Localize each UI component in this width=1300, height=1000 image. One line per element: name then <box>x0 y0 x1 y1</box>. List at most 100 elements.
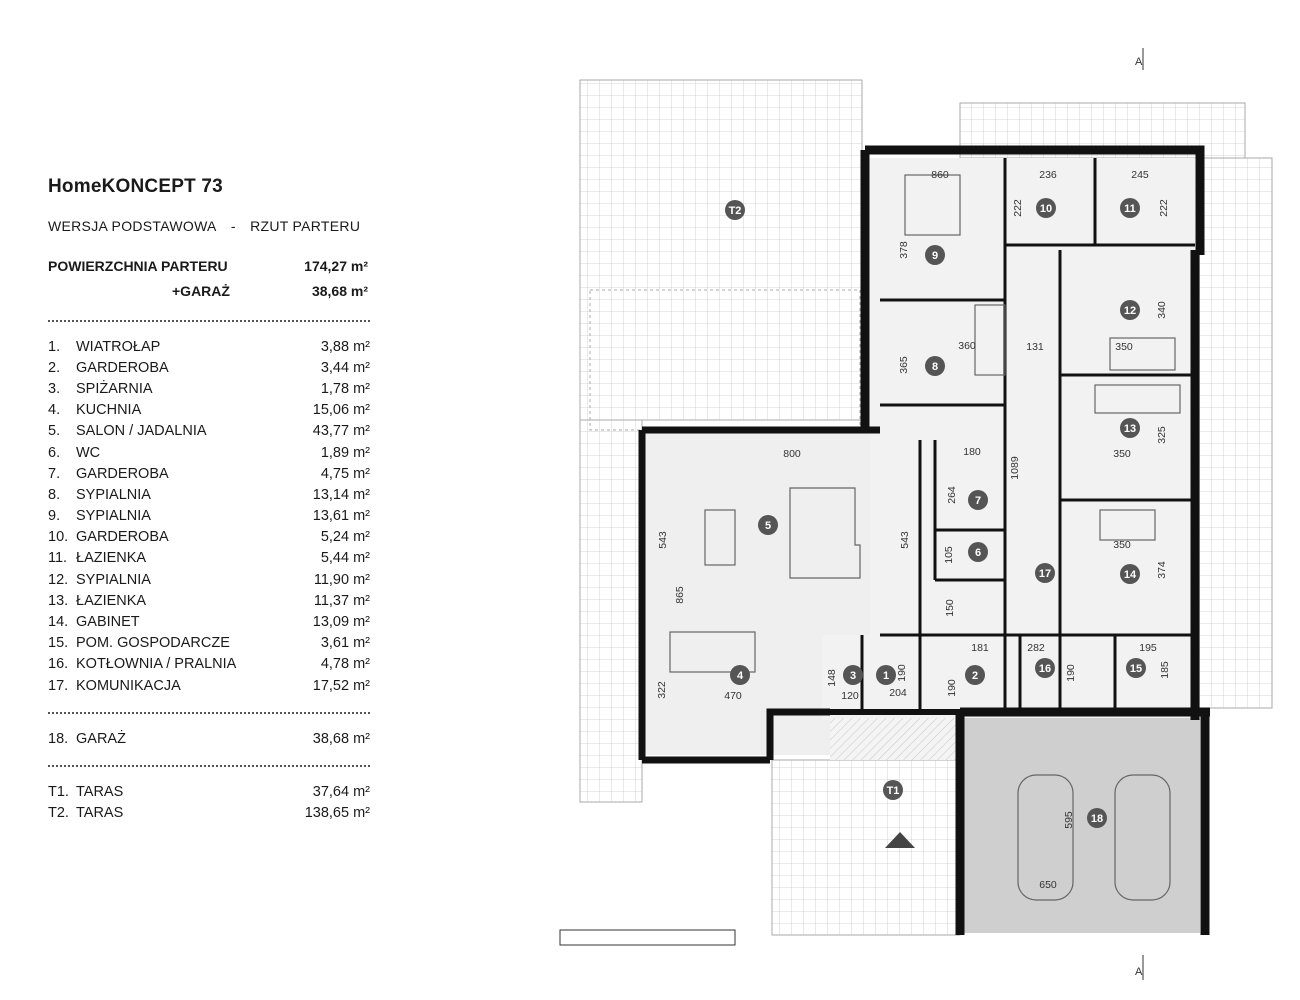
dimension-label: 222 <box>1012 199 1024 217</box>
subtitle-version: WERSJA PODSTAWOWA <box>48 218 217 234</box>
ground-area-label: POWIERZCHNIA PARTERU <box>48 258 228 274</box>
room-area: 138,65 m² <box>304 805 370 822</box>
ground-area-value: 174,27 m² <box>304 258 368 274</box>
dimension-label: 190 <box>896 664 908 682</box>
room-badge-15-circle <box>1126 658 1146 678</box>
dimension-label: 865 <box>674 586 686 604</box>
desk-14 <box>1099 509 1156 541</box>
room-number: 16. <box>48 656 69 673</box>
room-badge-14: 14 <box>1124 569 1137 581</box>
room-name: TARAS <box>76 783 124 800</box>
scale-bar <box>559 929 736 946</box>
dimension-label: 131 <box>1026 341 1044 353</box>
room-badge-12: 12 <box>1124 305 1136 317</box>
dimension-label: 181 <box>971 642 989 654</box>
dimension-label: 470 <box>724 690 742 702</box>
room-badge-11: 11 <box>1124 203 1136 215</box>
room-name: KOTŁOWNIA / PRALNIA <box>76 656 237 673</box>
room-badge-8: 8 <box>932 361 938 373</box>
room-name: TARAS <box>76 805 124 822</box>
room-number: 12. <box>48 571 69 588</box>
bathtub-12 <box>1109 337 1176 371</box>
room-area: 13,61 m² <box>312 508 370 525</box>
dimension-label: 204 <box>889 687 907 699</box>
room-area: 11,90 m² <box>313 571 370 588</box>
room-badge-9-circle <box>925 245 945 265</box>
ground-area-row: POWIERZCHNIA PARTERU 174,27 m² <box>48 258 378 279</box>
section-mark-bottom: A <box>1135 966 1143 978</box>
room-badge-16: 16 <box>1039 663 1051 675</box>
terrace-badge-t1: T1 <box>887 785 900 797</box>
room-badge-5: 5 <box>765 520 771 532</box>
room-name: KUCHNIA <box>76 402 142 419</box>
room-number: 13. <box>48 592 69 609</box>
room-area: 15,06 m² <box>312 402 370 419</box>
dimension-label: 222 <box>1158 199 1170 217</box>
room-name: SYPIALNIA <box>76 486 151 503</box>
list-item: 12. SYPIALNIA 11,90 m² <box>48 569 370 590</box>
room-area: 43,77 m² <box>312 423 370 440</box>
page-title: HomeKONCEPT 73 <box>48 176 223 197</box>
room-badge-18-circle <box>1087 808 1107 828</box>
walls <box>638 145 1210 935</box>
subtitle-separator: - <box>230 218 236 234</box>
room-name: SALON / JADALNIA <box>76 423 207 440</box>
room-name: GARDEROBA <box>76 359 169 376</box>
list-item: 11. ŁAZIENKA 5,44 m² <box>48 548 370 569</box>
room-badge-3: 3 <box>850 670 856 682</box>
sofa <box>789 487 861 579</box>
dimension-label: 378 <box>898 241 910 259</box>
dimension-label: 800 <box>783 448 801 460</box>
room-badge-15: 15 <box>1130 663 1142 675</box>
room-badge-8-circle <box>925 356 945 376</box>
dimension-label: 190 <box>1065 664 1077 682</box>
room-name: ŁAZIENKA <box>76 550 147 567</box>
car-left <box>1017 774 1074 901</box>
room-name: GARDEROBA <box>76 529 169 546</box>
room-name: GABINET <box>76 614 140 631</box>
bathtub-13 <box>1094 384 1181 414</box>
room-badge-7: 7 <box>975 495 981 507</box>
room-badge-18: 18 <box>1091 813 1103 825</box>
dimension-label: 374 <box>1156 561 1168 579</box>
room-number: 15. <box>48 635 69 652</box>
divider <box>48 712 370 715</box>
car-right <box>1114 774 1171 901</box>
room-number: 10. <box>48 529 69 546</box>
room-area: 3,61 m² <box>320 635 370 652</box>
room-number: 11. <box>48 550 68 567</box>
room-badge-16-circle <box>1035 658 1055 678</box>
dimension-label: 543 <box>899 531 911 549</box>
room-number: 9. <box>48 508 61 525</box>
room-area: 38,68 m² <box>312 730 370 747</box>
dimension-label: 860 <box>931 169 949 181</box>
room-area: 5,44 m² <box>320 550 370 567</box>
room-badge-4-circle <box>730 665 750 685</box>
room-name: POM. GOSPODARCZE <box>76 635 230 652</box>
dimension-label: 365 <box>898 356 910 374</box>
terrace-t2 <box>579 79 1273 803</box>
dimension-label: 1089 <box>1009 456 1021 480</box>
room-area: 37,64 m² <box>312 783 370 800</box>
room-number: 17. <box>48 677 69 694</box>
room-badge-17-circle <box>1035 563 1055 583</box>
subtitle-view: RZUT PARTERU <box>250 218 361 234</box>
legend-panel: HomeKONCEPT 73 WERSJA PODSTAWOWA - RZUT … <box>48 176 378 824</box>
room-name: GARDEROBA <box>76 465 169 482</box>
dimension-label: 340 <box>1156 301 1168 319</box>
room-badge-5-circle <box>758 515 778 535</box>
dimension-label: 264 <box>946 486 958 504</box>
dimension-label: 350 <box>1115 341 1133 353</box>
terrace-badge-t2-circle <box>725 200 745 220</box>
room-name: SYPIALNIA <box>76 571 151 588</box>
